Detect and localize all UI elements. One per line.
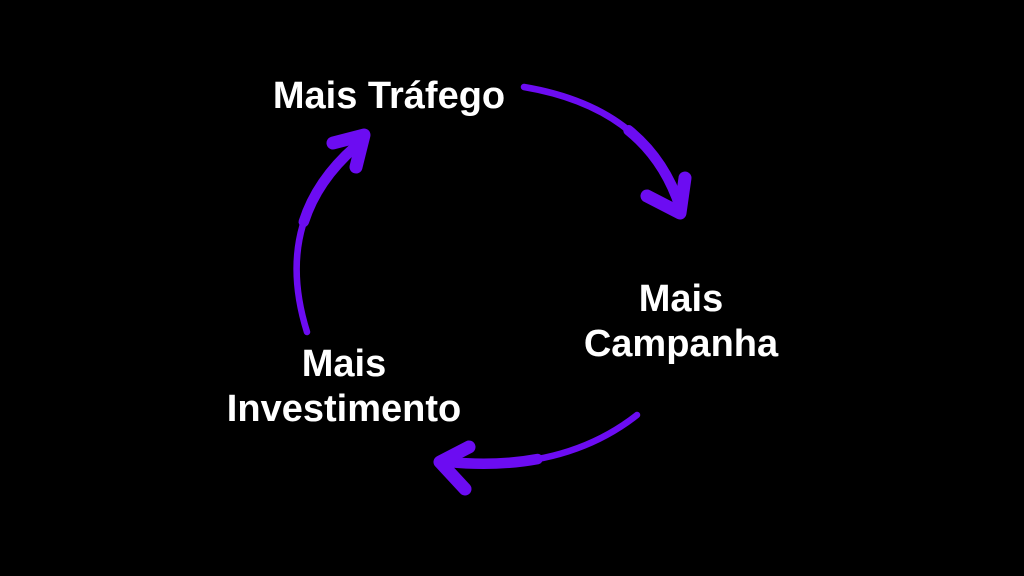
node-label-line: Mais Tráfego xyxy=(272,75,506,117)
node-label-line: Investimento xyxy=(226,388,462,430)
arrowhead xyxy=(326,128,371,174)
arrow-curve-taper xyxy=(518,81,686,213)
arrow-curve xyxy=(520,83,684,211)
node-label-line: Mais xyxy=(301,343,387,385)
node-mais-campanha: Mais Campanha xyxy=(584,277,778,367)
arrowhead xyxy=(640,171,692,220)
arrow-campanha-to-investimento xyxy=(433,409,643,496)
arrow-curve-taper xyxy=(291,141,361,338)
node-mais-investimento: Mais Investimento xyxy=(227,342,461,432)
arrow-trafego-to-campanha xyxy=(518,81,692,220)
node-label-line: Campanha xyxy=(583,323,779,365)
node-mais-trafego: Mais Tráfego xyxy=(273,74,505,119)
arrowhead xyxy=(433,440,476,496)
arrow-curve xyxy=(444,411,641,467)
arrow-curve-taper xyxy=(442,409,643,469)
node-label-line: Mais xyxy=(638,278,724,320)
arrow-investimento-to-trafego xyxy=(291,128,371,338)
